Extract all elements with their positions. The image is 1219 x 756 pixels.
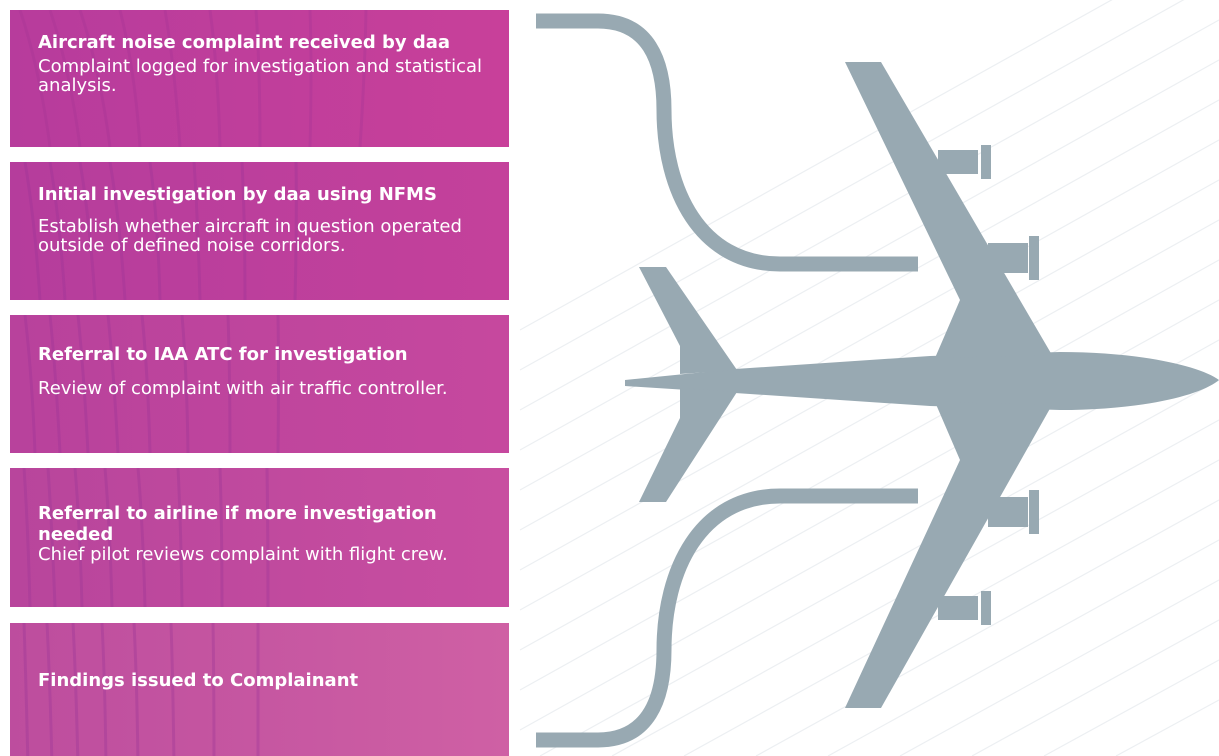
step-title: Aircraft noise complaint received by daa bbox=[38, 32, 451, 53]
aircraft-tail-bottom bbox=[639, 388, 737, 502]
step-title: Findings issued to Complainant bbox=[38, 670, 359, 691]
engine-bottom-inner-cap bbox=[1029, 490, 1039, 534]
step-description: Chief pilot reviews complaint with fligh… bbox=[38, 544, 448, 565]
step-initial-investigation: Initial investigation by daa using NFMS … bbox=[10, 162, 509, 300]
aircraft-tail-top bbox=[639, 267, 737, 374]
step-title: Referral to IAA ATC for investigation bbox=[38, 344, 408, 365]
step-findings-issued: Findings issued to Complainant bbox=[10, 623, 509, 756]
aircraft-wing-bottom bbox=[845, 402, 1052, 708]
engine-top-inner-cap bbox=[1029, 236, 1039, 280]
aircraft-wing-top bbox=[845, 62, 1052, 358]
step-title: Initial investigation by daa using NFMS bbox=[38, 184, 437, 205]
step-description: Establish whether aircraft in question o… bbox=[38, 216, 462, 256]
step-title: Referral to airline if more investigatio… bbox=[38, 503, 437, 545]
engine-bottom-outer bbox=[938, 596, 978, 620]
engine-top-outer bbox=[938, 150, 978, 174]
engine-top-inner bbox=[988, 243, 1028, 273]
engine-top-outer-cap bbox=[981, 145, 991, 179]
step-description: Complaint logged for investigation and s… bbox=[38, 56, 483, 96]
engine-bottom-outer-cap bbox=[981, 591, 991, 625]
aircraft-fuselage bbox=[625, 352, 1219, 410]
step-description: Review of complaint with air traffic con… bbox=[38, 378, 448, 399]
connector-curve-bottom bbox=[536, 488, 918, 748]
engine-bottom-inner bbox=[988, 497, 1028, 527]
connector-curve-top bbox=[536, 13, 918, 272]
